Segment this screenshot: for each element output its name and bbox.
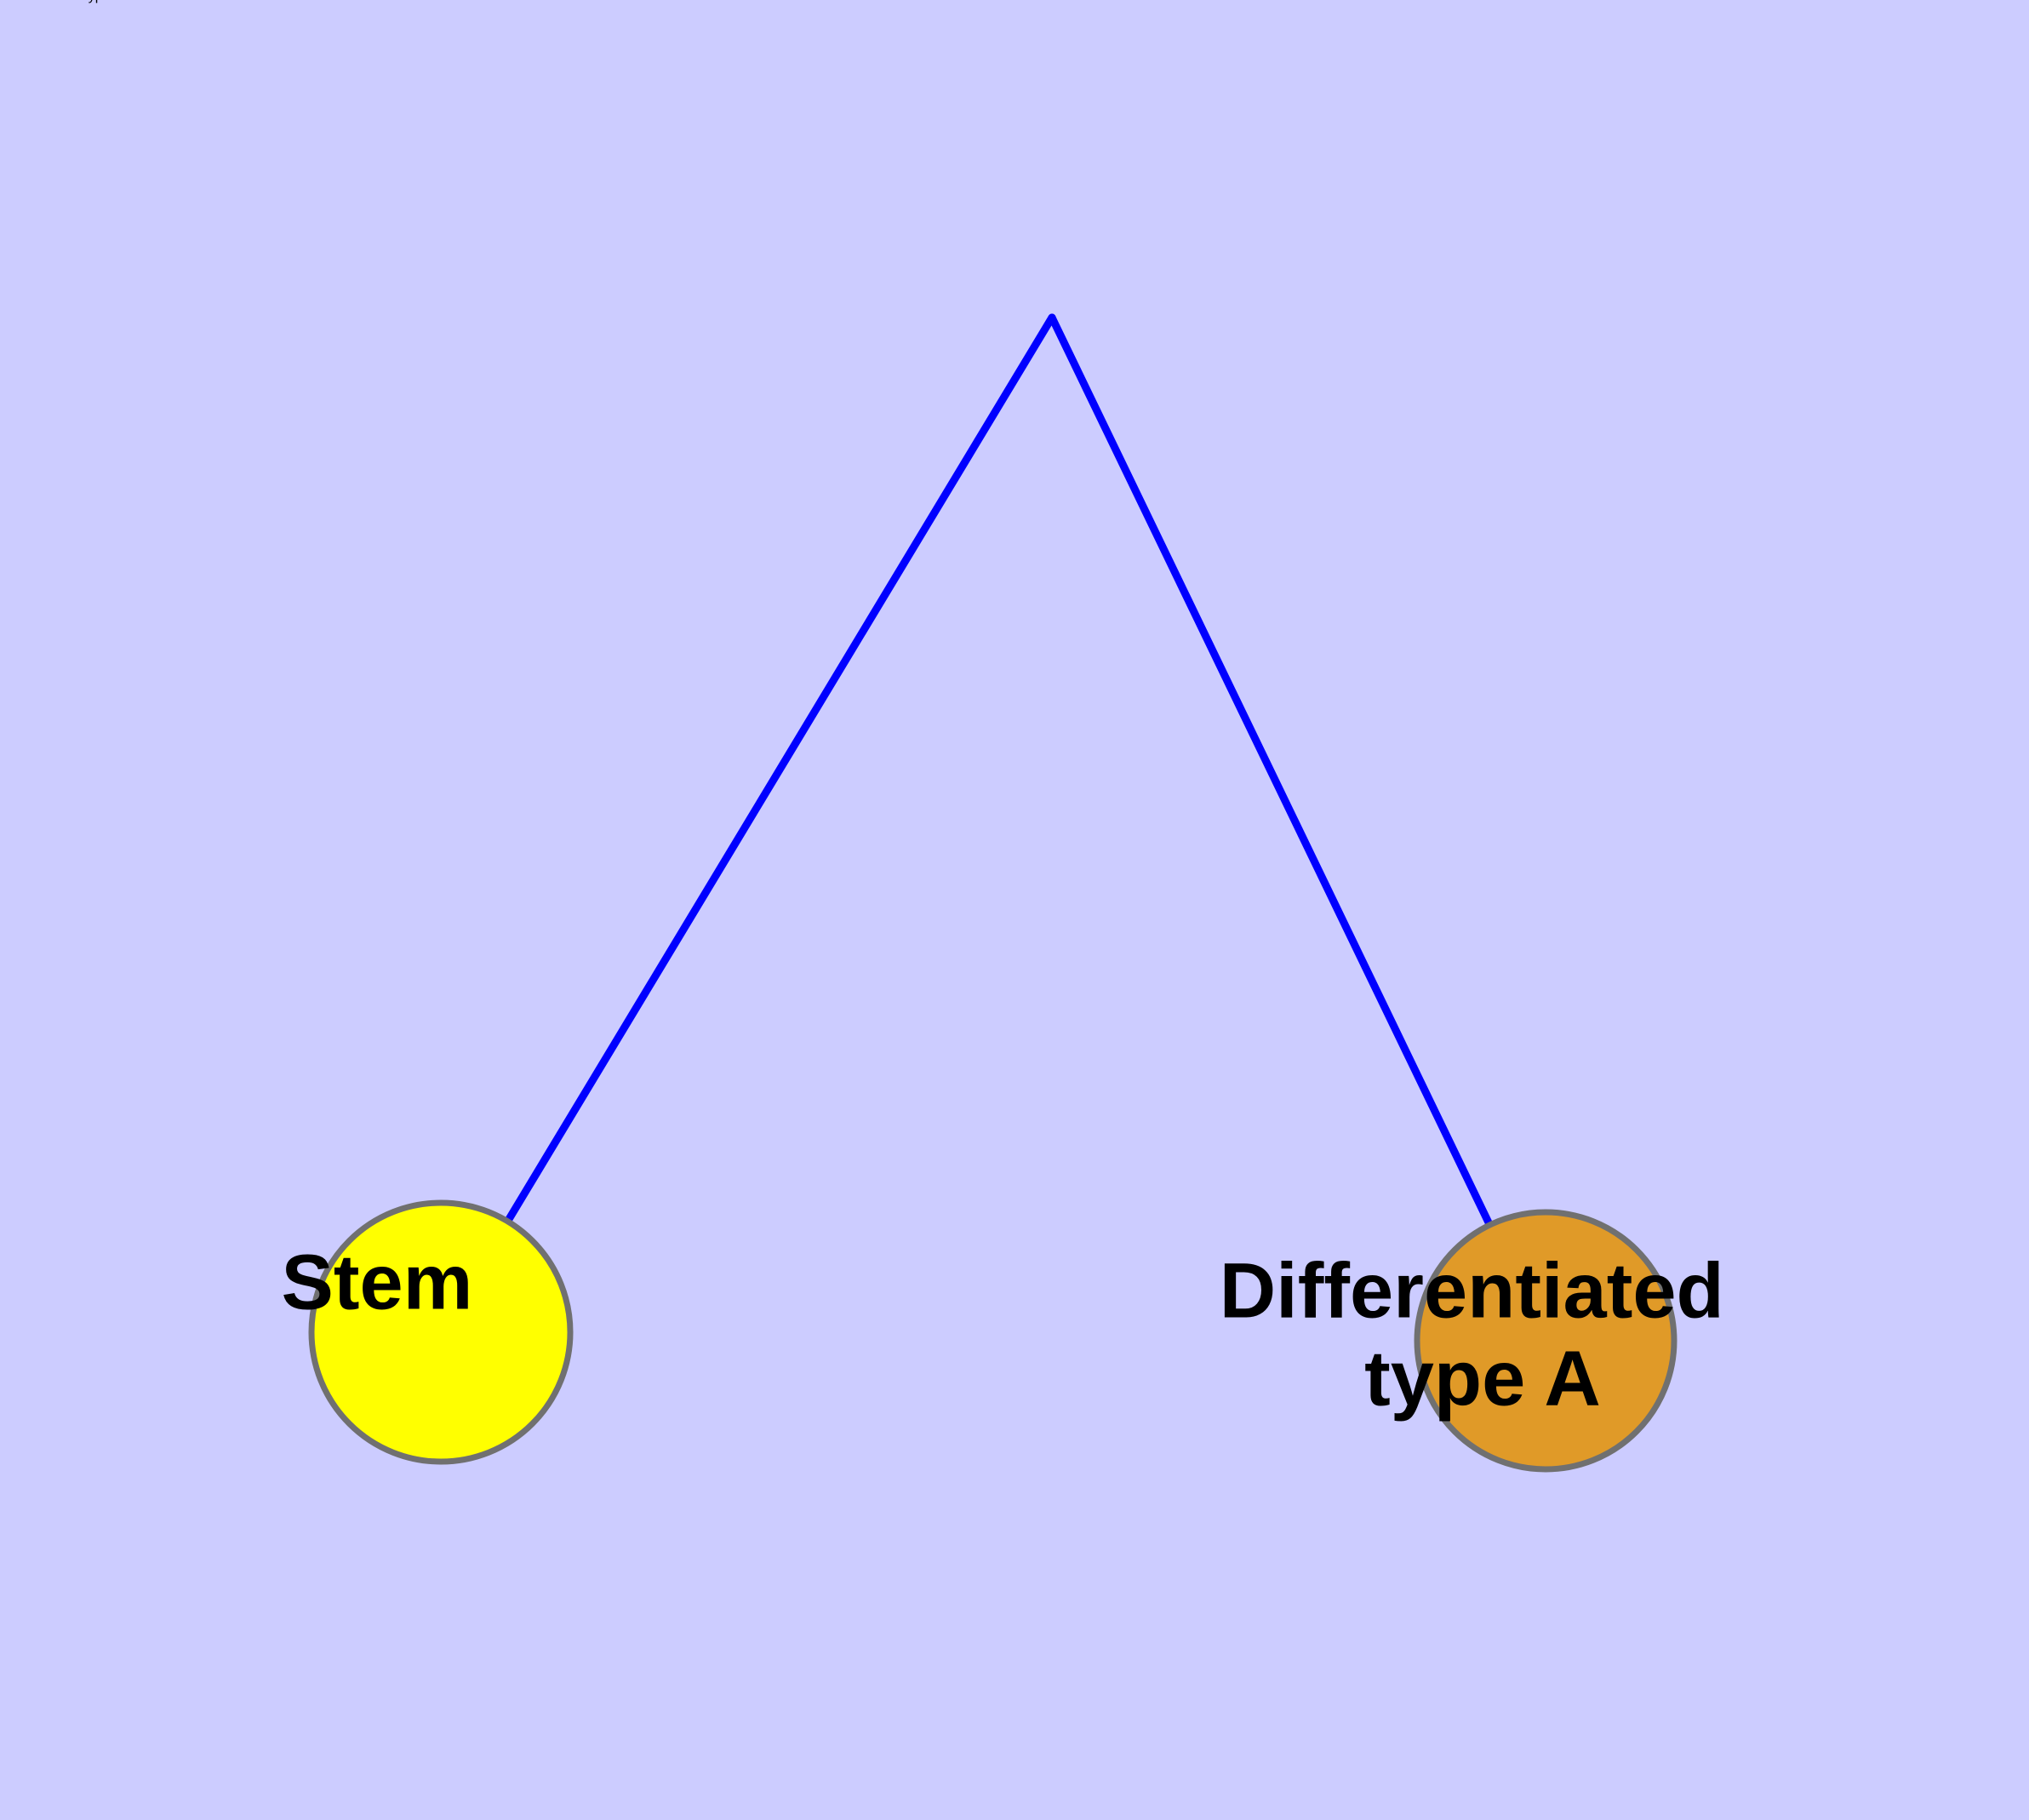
node-layer: Stem Differentiated type A Differentiate… bbox=[0, 0, 1746, 1473]
node-differentiated-type-a-circle[interactable] bbox=[1414, 1209, 1677, 1473]
node-differentiated-type-a-label-line-1: type A bbox=[1364, 1336, 1601, 1422]
node-differentiated-type-b-label-line-1: type B bbox=[84, 0, 123, 3]
node-differentiated-type-a-label-line-0: Differentiated bbox=[1220, 1248, 1724, 1335]
node-stem[interactable]: Stem bbox=[282, 1199, 574, 1465]
node-stem-label: Stem bbox=[282, 1239, 473, 1326]
edge-stem-to-differentiated-type-b[interactable] bbox=[1048, 313, 1550, 1345]
node-differentiated-type-a[interactable]: Differentiated type A bbox=[1220, 1209, 1746, 1473]
node-differentiated-type-b-label: Differentiated type B bbox=[0, 0, 123, 3]
node-differentiated-type-b[interactable]: Differentiated type B bbox=[0, 0, 123, 3]
node-stem-label-line-0: Stem bbox=[282, 1239, 473, 1326]
node-differentiated-type-b-label-line-0: Differentiated bbox=[0, 0, 81, 3]
edge-layer bbox=[437, 313, 1550, 1345]
node-differentiated-type-a-label: Differentiated type A bbox=[1220, 1248, 1746, 1422]
node-stem-circle[interactable] bbox=[308, 1199, 574, 1465]
edge-stem-to-differentiated-type-a[interactable] bbox=[437, 313, 1056, 1336]
